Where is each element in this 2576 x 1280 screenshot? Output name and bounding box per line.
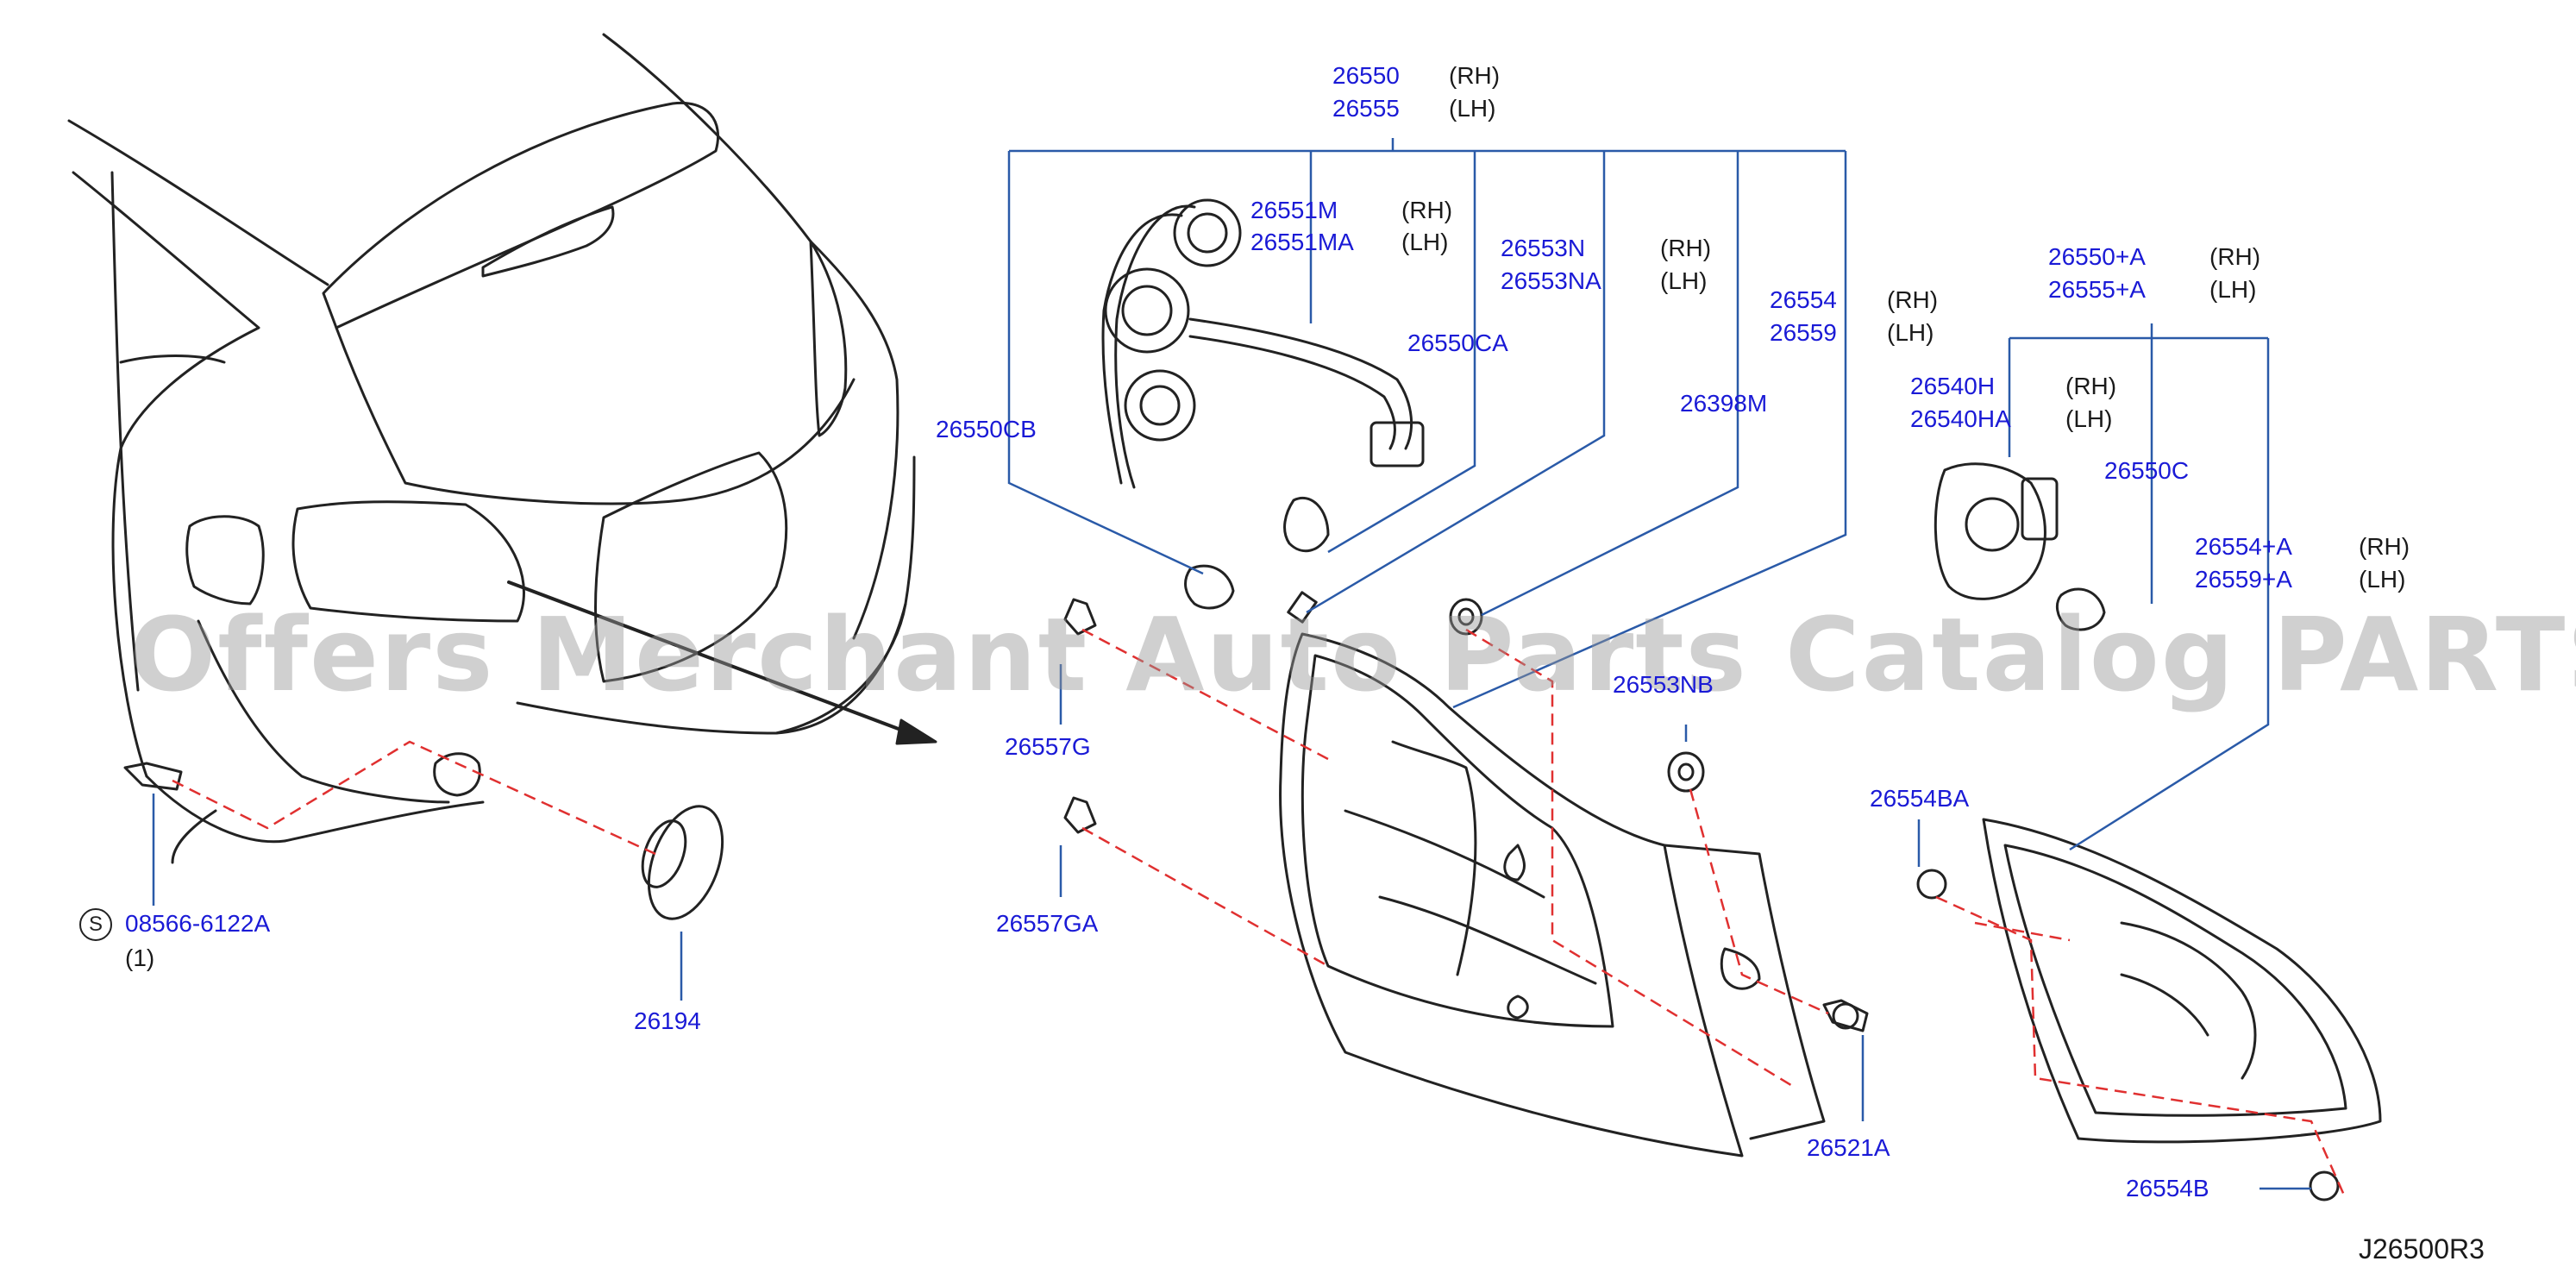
label-26559[interactable]: 26559 — [1770, 319, 1837, 346]
label-26550A-side: (RH) — [2209, 243, 2261, 270]
label-26555A-side: (LH) — [2209, 276, 2257, 303]
label-26551M[interactable]: 26551M — [1250, 197, 1338, 223]
label-26521A[interactable]: 26521A — [1807, 1134, 1890, 1161]
label-26555[interactable]: 26555 — [1332, 95, 1400, 122]
label-26557GA[interactable]: 26557GA — [996, 910, 1099, 937]
drawing-code: J26500R3 — [2359, 1233, 2485, 1264]
label-26554[interactable]: 26554 — [1770, 286, 1837, 313]
label-26554BA[interactable]: 26554BA — [1870, 785, 1970, 812]
label-26553NA[interactable]: 26553NA — [1501, 267, 1601, 294]
label-26554B[interactable]: 26554B — [2126, 1175, 2209, 1202]
label-26540HA-side: (LH) — [2065, 405, 2113, 432]
direction-arrow — [507, 580, 937, 745]
label-26555-side: (LH) — [1449, 95, 1496, 122]
label-26557G[interactable]: 26557G — [1005, 733, 1091, 760]
leader-lines — [152, 138, 2311, 1190]
bolt-parts — [123, 762, 2340, 1202]
bulb-socket-harness — [1101, 198, 1425, 489]
label-26550[interactable]: 26550 — [1332, 62, 1400, 89]
label-26553N-side: (RH) — [1660, 235, 1712, 261]
label-26555A[interactable]: 26555+A — [2048, 276, 2146, 303]
label-26398M[interactable]: 26398M — [1680, 390, 1768, 417]
watermark: Offers Merchant Auto Parts Catalog PARTS… — [129, 595, 2576, 714]
label-26540H[interactable]: 26540H — [1910, 373, 1996, 399]
vehicle-rear-outline — [67, 33, 916, 864]
label-26553NA-side: (LH) — [1660, 267, 1708, 294]
label-26554A-side: (RH) — [2359, 533, 2410, 560]
label-08566-qty: (1) — [125, 944, 155, 971]
label-26550A[interactable]: 26550+A — [2048, 243, 2146, 270]
label-26554-side: (RH) — [1887, 286, 1939, 313]
label-26540HA[interactable]: 26540HA — [1910, 405, 2011, 432]
standard-part-badge: S — [79, 908, 112, 941]
label-26553N[interactable]: 26553N — [1501, 235, 1586, 261]
label-26551MA-side: (LH) — [1401, 229, 1449, 255]
label-26554A[interactable]: 26554+A — [2195, 533, 2292, 560]
label-26540H-side: (RH) — [2065, 373, 2117, 399]
bulb-parts — [1063, 497, 1330, 834]
side-bulb-socket — [1934, 462, 2106, 631]
label-26559A[interactable]: 26559+A — [2195, 566, 2292, 593]
label-26550-side: (RH) — [1449, 62, 1501, 89]
label-26559-side: (LH) — [1887, 319, 1934, 346]
label-26551MA[interactable]: 26551MA — [1250, 229, 1354, 255]
label-26550CA[interactable]: 26550CA — [1407, 329, 1508, 356]
label-26550C[interactable]: 26550C — [2104, 457, 2190, 484]
label-08566-6122A[interactable]: 08566-6122A — [125, 910, 271, 937]
assembly-dashed-lines — [172, 628, 2347, 1200]
label-26550CB[interactable]: 26550CB — [936, 416, 1037, 442]
label-26553NB[interactable]: 26553NB — [1613, 671, 1714, 698]
inner-lamp-assembly — [1982, 818, 2382, 1144]
label-26551M-side: (RH) — [1401, 197, 1453, 223]
label-26194[interactable]: 26194 — [634, 1007, 701, 1034]
grommet-parts — [641, 598, 1705, 920]
label-26559A-side: (LH) — [2359, 566, 2406, 593]
rear-combination-lamp-outer — [1279, 632, 1826, 1158]
